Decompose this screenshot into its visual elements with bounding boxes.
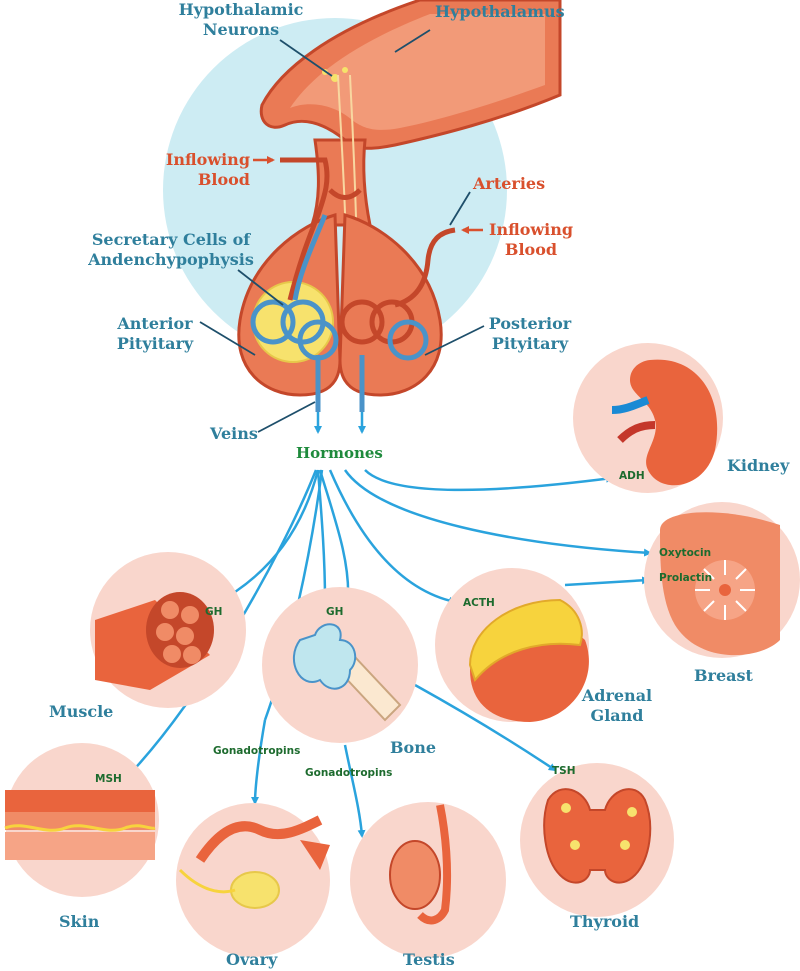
muscle-label: Muscle — [49, 702, 114, 721]
pituitary-gland-icon — [237, 157, 456, 412]
gh-bone-hormone-label: GH — [326, 606, 344, 618]
breast-label: Breast — [694, 666, 753, 685]
tsh-hormone-label: TSH — [552, 765, 576, 777]
breast-icon — [644, 502, 800, 658]
ovary-label: Ovary — [226, 950, 278, 969]
gonadotropins-ovary-label: Gonadotropins — [213, 745, 301, 757]
anterior-pituitary-label: Anterior Pityitary — [116, 314, 194, 353]
thyroid-label: Thyroid — [570, 912, 640, 931]
bone-icon — [262, 587, 418, 743]
msh-hormone-label: MSH — [95, 773, 122, 785]
skin-label: Skin — [59, 912, 100, 931]
veins-label: Veins — [210, 424, 258, 443]
hypothalamus-icon — [259, 0, 562, 150]
secretary-cells-label: Secretary Cells of Andenchypophysis — [88, 230, 254, 269]
kidney-icon — [573, 343, 723, 493]
ovary-icon — [176, 803, 330, 957]
thyroid-icon — [520, 763, 674, 917]
inflowing-blood-right-label: Inflowing Blood — [488, 220, 574, 259]
testis-icon — [350, 802, 506, 958]
acth-hormone-label: ACTH — [463, 597, 495, 609]
arteries-label: Arteries — [473, 174, 546, 193]
bone-label: Bone — [390, 738, 437, 757]
adrenal-gland-icon — [435, 568, 589, 722]
kidney-label: Kidney — [727, 456, 790, 475]
prolactin-hormone-label: Prolactin — [659, 572, 713, 584]
adrenal-gland-label: Adrenal Gland — [581, 686, 653, 725]
testis-label: Testis — [403, 950, 455, 969]
gonadotropins-testis-label: Gonadotropins — [305, 767, 393, 779]
hypothalamic-neurons-label: Hypothalamic Neurons — [178, 0, 304, 39]
skin-icon — [4, 743, 159, 897]
posterior-pituitary-label: Posterior Pityitary — [488, 314, 572, 353]
inflowing-blood-left-label: Inflowing Blood — [165, 150, 250, 189]
muscle-icon — [90, 552, 246, 708]
hypothalamus-label: Hypothalamus — [435, 2, 565, 21]
oxytocin-hormone-label: Oxytocin — [659, 547, 712, 559]
adh-hormone-label: ADH — [619, 470, 645, 482]
hormones-label: Hormones — [296, 444, 383, 462]
gh-muscle-hormone-label: GH — [205, 606, 223, 618]
